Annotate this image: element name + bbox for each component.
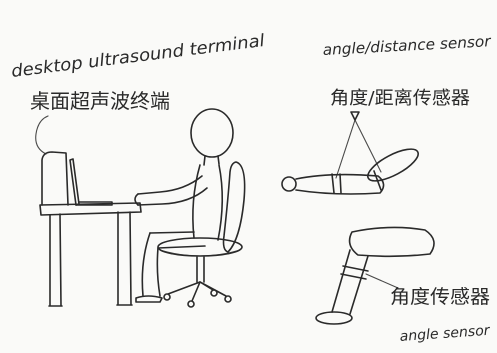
chair-wheel <box>210 289 218 297</box>
label-angle-distance-sensor: angle/distance sensor <box>322 32 492 59</box>
label-angle-distance-sensor-zh: 角度/距离传感器 <box>330 88 470 109</box>
label-desktop-ultrasound-terminal-zh: 桌面超声波终端 <box>30 89 170 113</box>
person-torso <box>192 164 224 241</box>
leg-foot <box>315 311 353 325</box>
chair-wheel <box>163 293 171 301</box>
angle-sensor-pointer <box>365 273 399 289</box>
distance-sensor-lines <box>335 119 382 179</box>
chair-base-legs <box>167 281 227 302</box>
arm-upper-arm <box>367 148 419 182</box>
office-chair <box>157 161 246 308</box>
terminal-cord <box>35 115 49 155</box>
chair-post <box>196 256 205 283</box>
label-angle-sensor-zh: 角度传感器 <box>390 286 490 308</box>
desk-left-leg <box>48 213 63 307</box>
label-desktop-ultrasound-terminal: desktop ultrasound terminal <box>10 31 266 82</box>
person-hand <box>134 193 139 206</box>
distance-sensor-head <box>350 111 360 121</box>
chair-wheel <box>224 295 232 303</box>
chair-backrest <box>222 161 246 253</box>
seated-person <box>134 108 234 303</box>
desk <box>39 202 142 307</box>
arm-with-angle-distance-sensor <box>281 111 419 195</box>
arm-sensor-band <box>373 170 382 191</box>
person-neck <box>203 155 220 166</box>
chair-seat-underside <box>159 249 241 257</box>
laptop-base <box>75 201 113 206</box>
terminal-body <box>41 151 69 206</box>
chair-wheel <box>187 300 195 308</box>
label-angle-sensor: angle sensor <box>399 323 491 345</box>
arm-sensor-band <box>331 173 342 194</box>
desk-right-leg <box>116 211 133 306</box>
person-thigh <box>149 231 206 249</box>
desk-top <box>39 202 142 216</box>
laptop <box>69 158 113 206</box>
person-foot <box>135 295 163 303</box>
leg-thigh <box>348 226 435 258</box>
laptop-screen <box>69 158 80 206</box>
angle-sensor-band <box>340 265 369 280</box>
person-head <box>190 108 234 158</box>
ultrasound-terminal-device <box>35 115 69 206</box>
leg-shin <box>331 249 369 315</box>
leg-with-angle-sensor <box>315 226 435 325</box>
arm-hand <box>281 176 297 192</box>
person-arm <box>137 175 208 206</box>
person-shin <box>141 232 161 297</box>
